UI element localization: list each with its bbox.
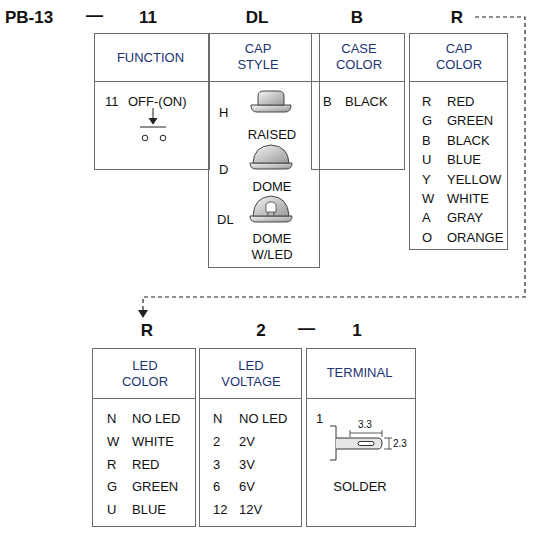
table-item: WHITE bbox=[447, 191, 489, 207]
table-item: H bbox=[219, 105, 228, 121]
code-letter: R bbox=[451, 8, 463, 28]
table-item: B bbox=[422, 133, 431, 149]
part-prefix: PB-13 bbox=[5, 8, 53, 28]
table-item: 3V bbox=[239, 457, 255, 473]
option-caption: DOME W/LED bbox=[232, 231, 312, 263]
table-item: N bbox=[213, 411, 222, 427]
case-color-table: CASE COLOR B BLACK bbox=[311, 33, 405, 170]
header-divider bbox=[200, 398, 301, 399]
table-item: 12 bbox=[213, 502, 227, 518]
table-item: N bbox=[107, 411, 116, 427]
code-letter: DL bbox=[246, 8, 269, 28]
option-caption: DOME bbox=[228, 179, 316, 195]
table-item: 11 bbox=[105, 94, 119, 110]
table-header: CAP COLOR bbox=[429, 41, 489, 73]
dimension-label: 2.3 bbox=[393, 438, 407, 450]
table-item: 6 bbox=[213, 479, 220, 495]
table-item: B bbox=[323, 94, 332, 110]
code-letter: B bbox=[351, 8, 363, 28]
table-item: R bbox=[422, 94, 431, 110]
raised-cap bbox=[251, 91, 291, 112]
table-item: BLACK bbox=[447, 133, 490, 149]
table-item: OFF-(ON) bbox=[128, 94, 186, 110]
solder-terminal bbox=[330, 426, 392, 460]
table-item: G bbox=[107, 479, 117, 495]
table-item: BLUE bbox=[447, 152, 481, 168]
code-letter: — bbox=[86, 6, 103, 26]
table-item: 1 bbox=[316, 411, 323, 427]
code-letter: 11 bbox=[139, 8, 157, 28]
table-item: W bbox=[107, 434, 119, 450]
table-item: ORANGE bbox=[447, 230, 503, 246]
continuation-line bbox=[143, 17, 525, 312]
table-item: GRAY bbox=[447, 210, 483, 226]
table-item: O bbox=[422, 230, 432, 246]
header-divider bbox=[93, 398, 195, 399]
code-letter: R bbox=[141, 321, 153, 341]
header-divider bbox=[209, 81, 319, 82]
table-item: 12V bbox=[239, 502, 262, 518]
table-header: CAP STYLE bbox=[228, 41, 288, 73]
header-divider bbox=[410, 81, 507, 82]
table-item: NO LED bbox=[239, 411, 287, 427]
table-item: 3 bbox=[213, 457, 220, 473]
table-item: YELLOW bbox=[447, 172, 501, 188]
table-header: FUNCTION bbox=[95, 50, 206, 66]
code-letter: 2 bbox=[256, 321, 265, 341]
option-caption: RAISED bbox=[228, 127, 316, 143]
dome-cap bbox=[250, 145, 292, 169]
table-item: A bbox=[422, 210, 431, 226]
cap-color-table: CAP COLOR R RED G GREEN B BLACK U BLUE Y YELLOW W WH… bbox=[409, 33, 508, 250]
table-item: 6V bbox=[239, 479, 255, 495]
option-caption: SOLDER bbox=[321, 479, 399, 495]
table-item: G bbox=[422, 113, 432, 129]
table-item: U bbox=[422, 152, 431, 168]
table-header: LED VOLTAGE bbox=[212, 358, 290, 390]
table-item: R bbox=[107, 457, 116, 473]
table-item: GREEN bbox=[132, 479, 178, 495]
dome-led-cap bbox=[250, 196, 292, 222]
table-item: NO LED bbox=[132, 411, 180, 427]
cap-style-table: CAP STYLE HRAISED DDOME DL DOME W/LED bbox=[208, 33, 320, 268]
function-table: FUNCTION 11 OFF-(ON) bbox=[94, 33, 210, 170]
table-item: RED bbox=[132, 457, 159, 473]
table-item: BLUE bbox=[132, 502, 166, 518]
dimension-label: 3.3 bbox=[358, 419, 372, 431]
terminal-table: TERMINAL 1 3.3 2.3SOLDER bbox=[306, 348, 416, 527]
led-color-table: LED COLOR N NO LED W WHITE R RED G GREEN U BLUE bbox=[92, 348, 196, 527]
header-divider bbox=[312, 81, 404, 82]
code-letter: 1 bbox=[352, 321, 361, 341]
table-item: RED bbox=[447, 94, 474, 110]
code-letter: — bbox=[298, 319, 315, 339]
table-item: U bbox=[107, 502, 116, 518]
table-header: TERMINAL bbox=[307, 365, 412, 381]
table-header: CASE COLOR bbox=[329, 41, 389, 73]
table-item: W bbox=[422, 191, 434, 207]
table-item: WHITE bbox=[132, 434, 174, 450]
table-item: 2V bbox=[239, 434, 255, 450]
header-divider bbox=[95, 81, 209, 82]
led-voltage-table: LED VOLTAGE N NO LED 2 2V 3 3V 6 6V 12 12V bbox=[199, 348, 302, 527]
table-item: GREEN bbox=[447, 113, 493, 129]
continuation-arrowhead bbox=[138, 310, 148, 318]
header-divider bbox=[307, 398, 415, 399]
table-header: LED COLOR bbox=[110, 358, 180, 390]
table-item: 2 bbox=[213, 434, 220, 450]
switch-symbol bbox=[140, 108, 166, 141]
table-item: DL bbox=[217, 212, 234, 228]
table-item: Y bbox=[422, 172, 431, 188]
table-item: BLACK bbox=[345, 94, 388, 110]
table-item: D bbox=[219, 162, 228, 178]
